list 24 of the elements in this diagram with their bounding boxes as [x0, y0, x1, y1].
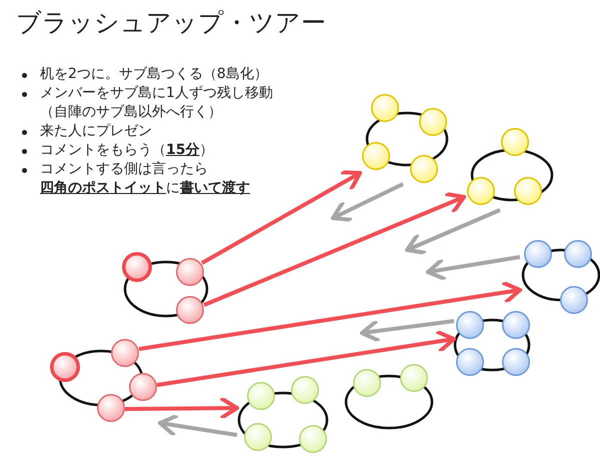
arrow	[203, 192, 466, 307]
table-island-drawing	[521, 238, 600, 316]
arrow	[156, 330, 456, 387]
slide-title: ブラッシュアップ・ツアー	[16, 7, 326, 39]
arrow	[124, 396, 239, 420]
arrow	[201, 170, 362, 265]
arrow	[360, 319, 454, 343]
table-island-drawing	[453, 309, 532, 378]
bullet-text: コメントする側は言ったら四角のポストイットに書いて渡す	[40, 160, 251, 198]
bullet-text: 来た人にプレゼン	[40, 122, 153, 141]
bullet-text: コメントをもらう（15分）	[40, 141, 214, 160]
bullet-text: 机を2つに。サブ島つくる（8島化）	[40, 65, 269, 84]
table-island-drawing	[465, 126, 554, 207]
arrow	[405, 208, 501, 255]
table-island-drawing	[237, 374, 329, 455]
table-island-drawing	[360, 92, 449, 185]
arrow	[331, 182, 404, 222]
bullet-text: メンバーをサブ島に1人ずつ残し移動（自陣のサブ島以外へ行く）	[40, 84, 274, 122]
table-island-drawing	[344, 362, 434, 430]
table-island-drawing	[48, 337, 159, 424]
arrow	[426, 255, 520, 282]
table-island-drawing	[120, 250, 209, 326]
arrow	[158, 414, 238, 438]
arrow	[138, 280, 522, 351]
